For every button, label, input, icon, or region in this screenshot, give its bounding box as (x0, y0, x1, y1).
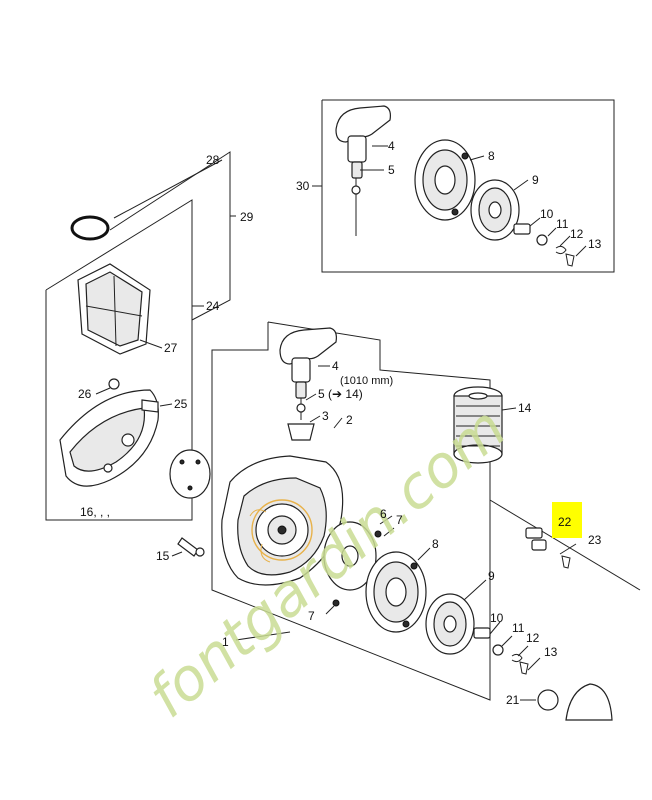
frame-assembly-28 (109, 151, 231, 321)
svg-text:fontgardin.com: fontgardin.com (135, 393, 519, 730)
callout-14[interactable]: 14 (518, 401, 532, 415)
screws (177, 530, 382, 607)
callout-27[interactable]: 27 (164, 341, 178, 355)
air-filter (77, 263, 151, 355)
callout-9-top[interactable]: 9 (532, 173, 539, 187)
partial-parts-bottom (537, 683, 613, 721)
callout-6[interactable]: 6 (380, 507, 387, 521)
spring-housing-top (470, 179, 520, 241)
callout-26[interactable]: 26 (78, 387, 92, 401)
callout-7-b[interactable]: 7 (308, 609, 315, 623)
spring-housing-main (425, 593, 475, 655)
callout-2[interactable]: 2 (346, 413, 353, 427)
callout-3[interactable]: 3 (322, 409, 329, 423)
callout-10-main[interactable]: 10 (490, 611, 504, 625)
callout-28[interactable]: 28 (206, 153, 220, 167)
callout-5-top[interactable]: 5 (388, 163, 395, 177)
callout-22[interactable]: 22 (558, 515, 572, 529)
callout-1[interactable]: 1 (222, 635, 229, 649)
callout-12-top[interactable]: 12 (570, 227, 584, 241)
rope-coil (453, 386, 503, 464)
fan-housing (221, 455, 344, 586)
frame-assembly-24 (45, 199, 193, 521)
small-parts-main (473, 527, 571, 675)
callout-8-main[interactable]: 8 (432, 537, 439, 551)
callout-5-main[interactable]: 5 (➔ 14) (318, 387, 363, 401)
gasket-disc (169, 449, 211, 499)
rope-rotor-top (414, 139, 476, 221)
callout-23[interactable]: 23 (588, 533, 602, 547)
starter-grip-main (279, 327, 337, 420)
callout-4-top[interactable]: 4 (388, 139, 395, 153)
callout-10-top[interactable]: 10 (540, 207, 554, 221)
callout-24[interactable]: 24 (206, 299, 220, 313)
small-parts-top (513, 223, 575, 267)
callout-8-top[interactable]: 8 (488, 149, 495, 163)
callout-13-top[interactable]: 13 (588, 237, 602, 251)
callout-11-top[interactable]: 11 (556, 217, 569, 231)
callout-15[interactable]: 15 (156, 549, 170, 563)
callout-7-a[interactable]: 7 (396, 513, 403, 527)
watermark: fontgardin.com (135, 393, 519, 730)
o-ring (70, 215, 110, 241)
callout-9-main[interactable]: 9 (488, 569, 495, 583)
rope-rotor-main (365, 551, 427, 633)
callout-11-main[interactable]: 11 (512, 621, 525, 635)
leader-lines (95, 145, 587, 701)
highlight-box-22 (552, 502, 582, 538)
knob-and-screw (108, 378, 159, 413)
callout-25[interactable]: 25 (174, 397, 188, 411)
callout-labels: 28 29 24 27 26 25 16, , , 15 30 4 5 8 9 … (78, 139, 602, 707)
callout-12-main[interactable]: 12 (526, 631, 540, 645)
callout-4-main[interactable]: 4 (332, 359, 339, 373)
filter-cover (59, 389, 159, 487)
callout-13-main[interactable]: 13 (544, 645, 558, 659)
spring-cover-disc (323, 521, 377, 591)
frame-assembly-30 (321, 99, 615, 273)
guide-bushing (287, 423, 315, 441)
callout-21[interactable]: 21 (506, 693, 520, 707)
callout-30[interactable]: 30 (296, 179, 310, 193)
callout-29[interactable]: 29 (240, 210, 254, 224)
starter-grip-top (335, 105, 391, 236)
callout-5-note: (1010 mm) (340, 375, 393, 387)
callout-16[interactable]: 16, , , (80, 505, 110, 519)
